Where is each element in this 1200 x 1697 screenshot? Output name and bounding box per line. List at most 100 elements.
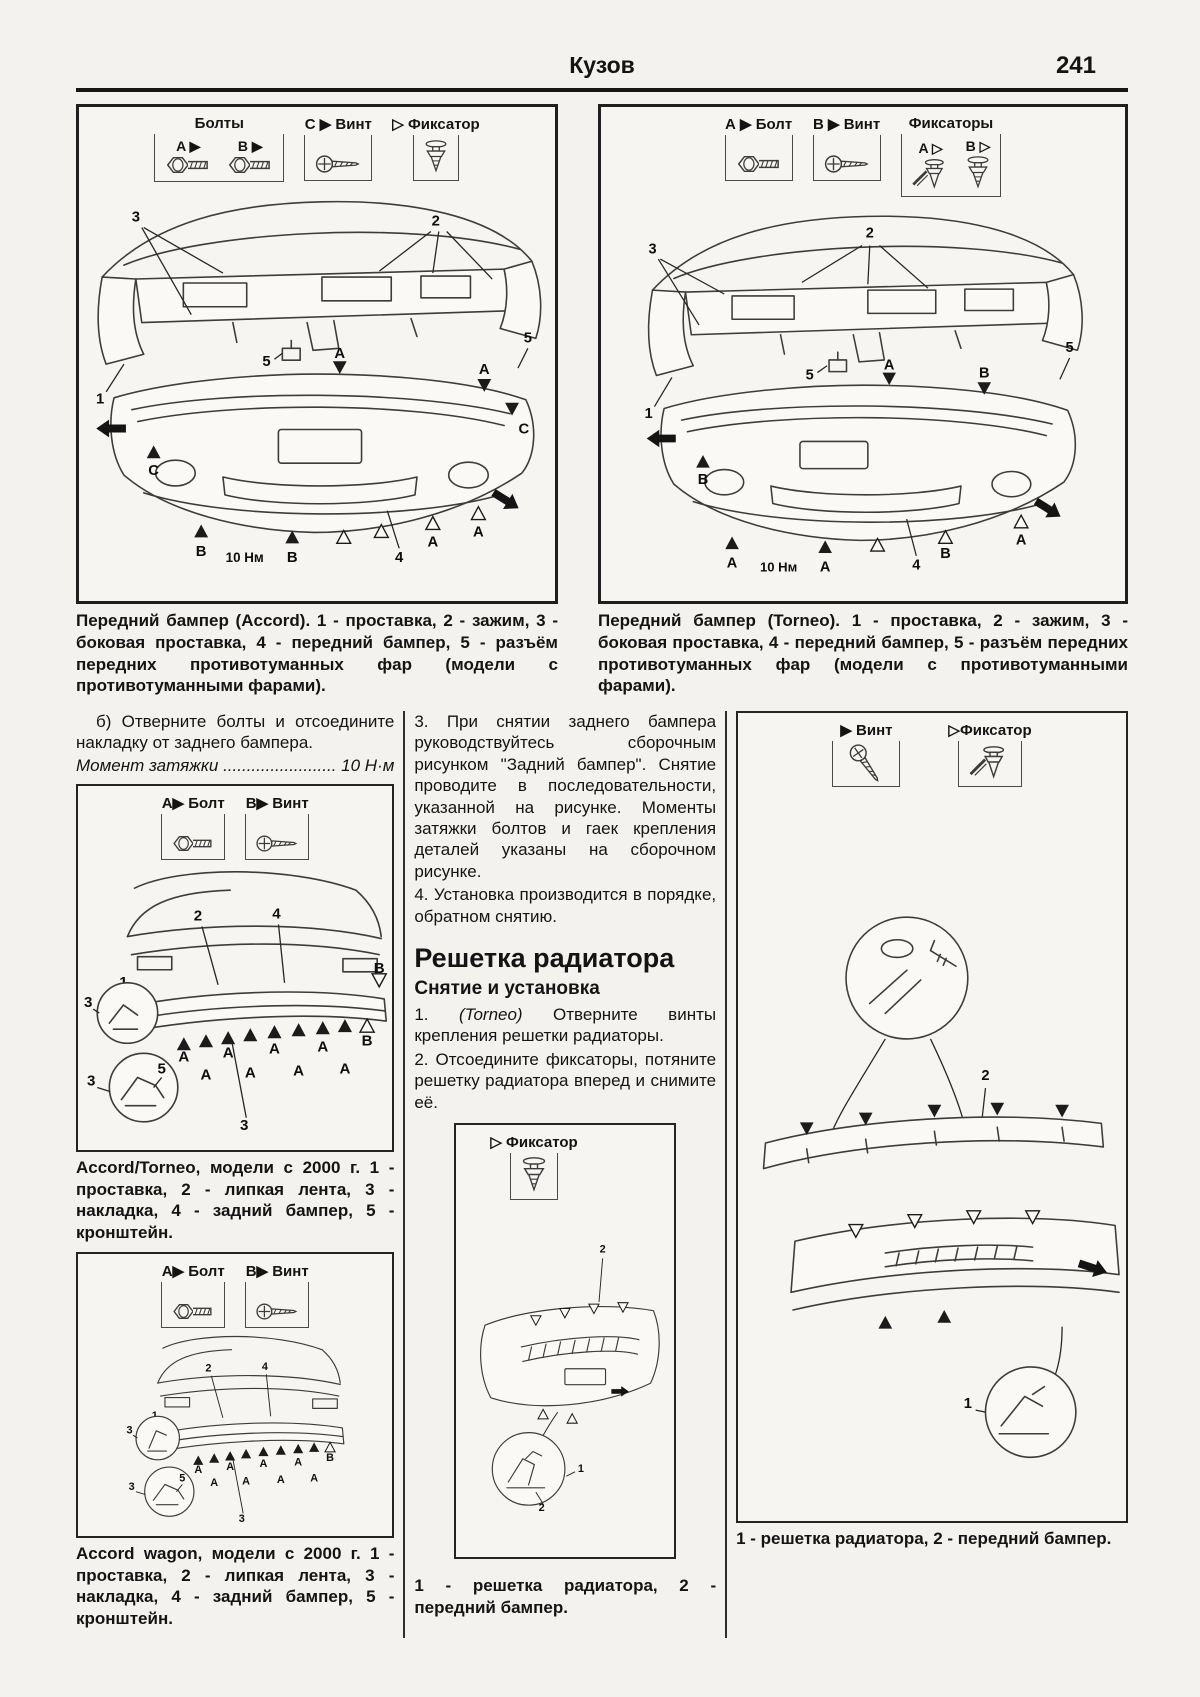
- svg-text:B: B: [979, 365, 990, 381]
- screw-icon: [316, 155, 360, 173]
- legend-label-fixator: ▷Фиксатор: [948, 722, 1032, 739]
- column-right: ▶ Винт ▷Фиксатор: [736, 711, 1128, 1638]
- legend-bolts-group: Болты A ▶ B ▶: [154, 115, 285, 182]
- legend-label-a-bolt: А▶ Болт: [161, 1262, 225, 1280]
- svg-text:2: 2: [866, 226, 874, 242]
- clip-screw-icon: [911, 158, 945, 189]
- legend-fixators-title: Фиксаторы: [908, 115, 994, 132]
- front-bumper-torneo-drawing: 3 2 1 5 A B 5 B A 10 Нм: [645, 215, 1083, 575]
- screw-icon: [256, 835, 297, 852]
- legend-label-b-vint: В▶ Винт: [245, 1262, 309, 1280]
- page-title: Кузов: [569, 52, 635, 78]
- bolt-icon: [737, 155, 779, 173]
- legend-accord: Болты A ▶ B ▶ C ▶ Винт: [79, 107, 555, 182]
- svg-text:5: 5: [806, 367, 814, 383]
- svg-text:A: A: [210, 1477, 218, 1489]
- legend-grille-right: ▶ Винт ▷Фиксатор: [738, 713, 1126, 787]
- svg-text:1: 1: [964, 1396, 972, 1412]
- svg-text:A: A: [226, 1461, 234, 1473]
- svg-text:10 Нм: 10 Нм: [760, 559, 797, 574]
- svg-text:C: C: [519, 421, 530, 437]
- svg-text:4: 4: [912, 557, 921, 573]
- figure-front-bumper-torneo: А ▶ Болт В ▶ Винт Фиксаторы A ▷: [598, 104, 1128, 604]
- grille-step-1: 1. (Torneo) Отверните винты крепления ре…: [414, 1004, 716, 1047]
- torque-line: Момент затяжки ........................ …: [76, 755, 395, 775]
- grille-right-drawing: 2: [762, 916, 1120, 1459]
- svg-text:4: 4: [272, 905, 281, 922]
- legend-bolt-group: А ▶ Болт: [724, 115, 793, 181]
- svg-text:A: A: [479, 362, 490, 378]
- screw-icon: [256, 1303, 297, 1320]
- caption-rear-wagon: Accord wagon, модели с 2000 г. 1 - прост…: [76, 1543, 395, 1629]
- svg-text:3: 3: [126, 1425, 132, 1437]
- legend-label-fix-a: A ▷: [918, 140, 943, 156]
- svg-text:A: A: [334, 346, 345, 362]
- legend-torneo: А ▶ Болт В ▶ Винт Фиксаторы A ▷: [601, 107, 1125, 197]
- subheading-removal-install: Снятие и установка: [414, 978, 600, 1000]
- clip-icon: [425, 140, 447, 172]
- grille-step-2: 2. Отсоедините фиксаторы, потяните решет…: [414, 1049, 717, 1112]
- svg-text:A: A: [317, 1038, 328, 1055]
- rear-bumper-sedan-drawing: 2 4 1 3 5 3 A A: [84, 870, 388, 1134]
- svg-text:B: B: [287, 550, 298, 566]
- svg-text:B: B: [326, 1452, 334, 1464]
- clip-screw-icon: [969, 745, 1005, 779]
- column-left: б) Отверните болты и отсоедините накладк…: [76, 711, 395, 1638]
- step1-number: 1.: [414, 1005, 429, 1025]
- column-divider: [403, 711, 406, 1638]
- step1-text: Отверните винты крепления решетки радиат…: [414, 1005, 717, 1046]
- heading-radiator-grille: Решетка радиатора: [414, 943, 675, 974]
- svg-text:A: A: [820, 559, 831, 575]
- caption-front-accord: Передний бампер (Accord). 1 - проставка,…: [76, 611, 558, 696]
- front-bumper-accord-drawing: 3 2 1 5 A A 5 C C B 1: [96, 200, 542, 566]
- para-b: б) Отверните болты и отсоедините накладк…: [76, 712, 395, 753]
- legend-label-fix-b: B ▷: [965, 138, 991, 154]
- svg-text:2: 2: [600, 1244, 606, 1256]
- column-middle: 3. При снятии заднего бампера руководств…: [414, 711, 716, 1638]
- grille-mid-drawing: 2 1: [480, 1244, 661, 1514]
- page-header: Кузов 241: [76, 52, 1128, 84]
- svg-text:4: 4: [395, 550, 404, 566]
- svg-text:A: A: [1016, 532, 1027, 548]
- bolt-icon: [173, 835, 212, 851]
- svg-text:A: A: [727, 556, 738, 572]
- legend-label-vint: ▶ Винт: [840, 722, 893, 739]
- svg-text:2: 2: [205, 1362, 211, 1374]
- svg-text:A: A: [339, 1060, 350, 1077]
- legend-label-fixator: ▷ Фиксатор: [490, 1134, 578, 1152]
- svg-text:1: 1: [578, 1463, 584, 1475]
- caption-rear-sedan: Accord/Torneo, модели с 2000 г. 1 - прос…: [76, 1157, 395, 1243]
- page-number: 241: [1055, 52, 1096, 79]
- column-divider: [725, 711, 728, 1638]
- svg-text:B: B: [374, 960, 385, 977]
- front-bumper-figures: Болты A ▶ B ▶ C ▶ Винт: [76, 104, 1128, 604]
- figure-front-bumper-accord: Болты A ▶ B ▶ C ▶ Винт: [76, 104, 558, 604]
- svg-text:5: 5: [524, 330, 532, 346]
- caption-front-torneo: Передний бампер (Torneo). 1 - проставка,…: [598, 611, 1128, 696]
- svg-text:A: A: [310, 1472, 318, 1484]
- screw-icon: [846, 741, 886, 786]
- svg-text:5: 5: [157, 1060, 165, 1077]
- svg-text:A: A: [427, 534, 438, 550]
- svg-text:3: 3: [87, 1072, 95, 1089]
- header-rule: [76, 88, 1128, 92]
- svg-text:4: 4: [262, 1361, 268, 1373]
- figure-rear-bumper-sedan: А▶ Болт В▶ Винт: [76, 783, 395, 1152]
- legend-screw-group: C ▶ Винт: [304, 115, 373, 181]
- svg-text:A: A: [473, 524, 484, 540]
- svg-text:5: 5: [179, 1472, 185, 1484]
- svg-text:B: B: [698, 472, 709, 488]
- screw-icon: [824, 155, 868, 173]
- legend-label-b-vint: В▶ Винт: [245, 794, 309, 812]
- bolt-icon: [229, 156, 271, 174]
- legend-fixator-group: ▷ Фиксатор: [392, 115, 480, 181]
- clip-icon: [967, 156, 989, 188]
- legend-label-a: A ▶: [176, 138, 201, 154]
- svg-text:10 Нм: 10 Нм: [226, 550, 264, 565]
- svg-text:A: A: [242, 1475, 250, 1487]
- legend-label-a-bolt: А▶ Болт: [161, 794, 225, 812]
- svg-text:3: 3: [129, 1481, 135, 1493]
- svg-text:C: C: [148, 463, 159, 479]
- body-columns: б) Отверните болты и отсоедините накладк…: [76, 711, 1128, 1638]
